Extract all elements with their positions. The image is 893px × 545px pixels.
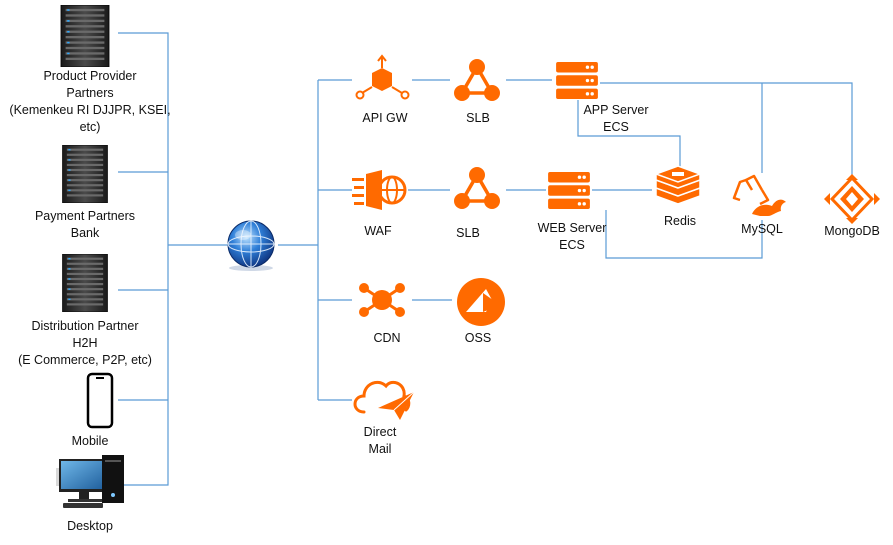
ecs-server-icon [556, 62, 598, 100]
mysql-label: MySQL [741, 222, 783, 236]
ecs-server-icon [548, 172, 590, 210]
payment-partners-label: Payment Partners Bank [34, 209, 136, 240]
redis-icon [653, 165, 703, 205]
waf-label: WAF [364, 224, 392, 238]
server-rack-icon [60, 5, 110, 67]
globe-icon [227, 220, 275, 271]
direct-mail-label: Direct Mail [363, 425, 397, 456]
redis-label: Redis [664, 214, 696, 228]
mongodb-icon [824, 174, 880, 224]
web-server-label: WEB Server ECS [537, 221, 607, 252]
cdn-label: CDN [373, 331, 401, 345]
product-provider-label: Product Provider Partners (Kemenkeu RI D… [9, 69, 171, 134]
direct-mail-icon [353, 380, 415, 420]
waf-icon [352, 170, 407, 210]
cdn-icon [359, 283, 405, 317]
distribution-partner-label: Distribution Partner H2H (E Commerce, P2… [18, 319, 152, 367]
slb-label: SLB [466, 111, 490, 125]
oss-icon [457, 278, 505, 326]
desktop-computer-icon [56, 455, 124, 508]
load-balancer-icon [452, 165, 502, 211]
mobile-label: Mobile [71, 434, 109, 448]
api-gw-label: API GW [362, 111, 408, 125]
server-rack-icon [62, 145, 108, 203]
server-rack-icon [62, 254, 108, 312]
desktop-label: Desktop [67, 519, 113, 533]
load-balancer-icon [452, 57, 502, 103]
app-server-label: APP Server ECS [583, 103, 649, 134]
connector-lines [118, 32, 853, 486]
mysql-icon [732, 174, 786, 216]
oss-label: OSS [464, 331, 492, 345]
api-gateway-icon [355, 54, 410, 100]
slb-label: SLB [456, 226, 480, 240]
smartphone-icon [86, 372, 114, 429]
mongodb-label: MongoDB [824, 224, 880, 238]
